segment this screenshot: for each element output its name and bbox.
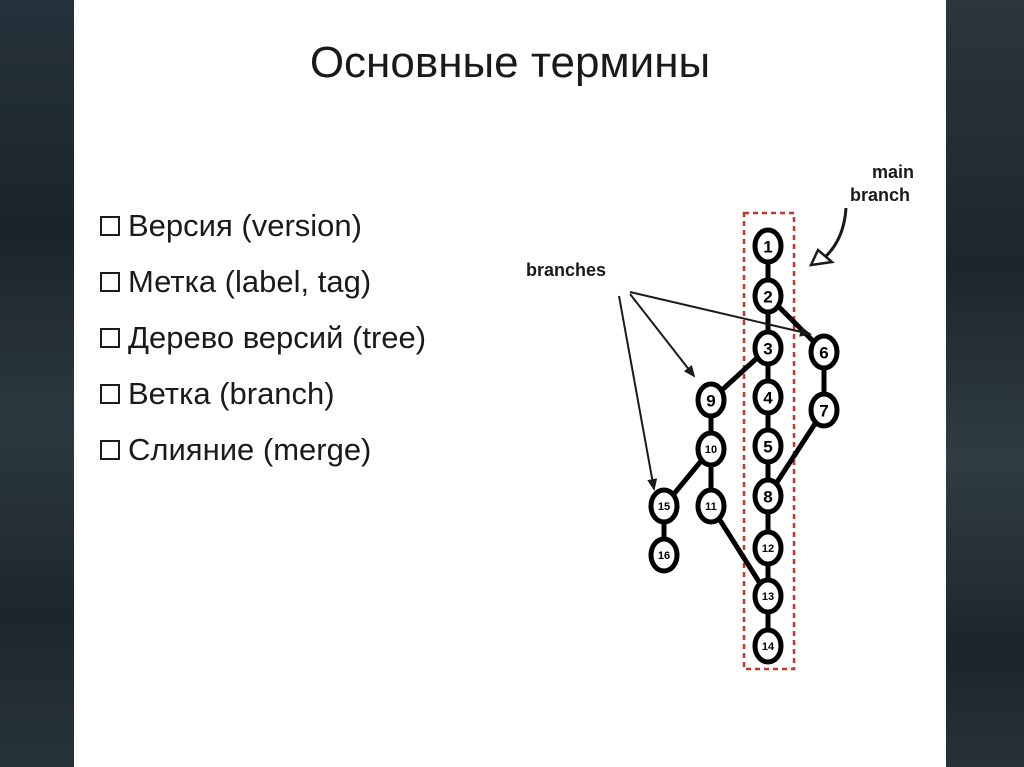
background-right — [946, 0, 1024, 767]
node-3: 3 — [752, 329, 784, 367]
node-ellipse — [695, 381, 727, 419]
node-label: 9 — [706, 392, 715, 411]
node-14: 14 — [752, 627, 784, 665]
node-ellipse — [752, 329, 784, 367]
bullet-item: Версия (version) — [100, 198, 426, 254]
node-label: 13 — [762, 591, 774, 603]
node-1: 1 — [752, 227, 784, 265]
main-branch-box — [742, 211, 796, 671]
node-label: 15 — [658, 501, 670, 513]
node-8: 8 — [752, 477, 784, 515]
node-11: 11 — [695, 487, 727, 525]
main-branch-arrow-head-icon — [808, 247, 835, 267]
node-ellipse — [808, 333, 840, 371]
node-12: 12 — [752, 529, 784, 567]
node-label: 4 — [763, 389, 773, 408]
node-label: 1 — [763, 238, 772, 257]
bullet-text: Версия (version) — [128, 208, 362, 243]
node-label: 7 — [819, 402, 828, 421]
node-label: 8 — [763, 488, 772, 507]
bullet-item: Метка (label, tag) — [100, 254, 426, 310]
node-15: 15 — [648, 487, 680, 525]
main-branch-arrow-shaft — [822, 207, 848, 260]
bullet-item: Дерево версий (tree) — [100, 310, 426, 366]
node-label: 6 — [819, 344, 828, 363]
checkbox-bullet-icon — [100, 328, 120, 348]
node-ellipse — [752, 477, 784, 515]
node-ellipse — [752, 577, 784, 615]
branch-arrow-to-6 — [629, 291, 812, 337]
bullet-text: Слияние (merge) — [128, 432, 372, 467]
node-ellipse — [695, 430, 727, 468]
node-ellipse — [752, 427, 784, 465]
node-4: 4 — [752, 378, 784, 416]
node-ellipse — [752, 529, 784, 567]
checkbox-bullet-icon — [100, 272, 120, 292]
bullet-list: Версия (version) Метка (label, tag) Дере… — [100, 198, 426, 478]
checkbox-bullet-icon — [100, 216, 120, 236]
checkbox-bullet-icon — [100, 384, 120, 404]
node-label: 3 — [763, 340, 772, 359]
node-10: 10 — [695, 430, 727, 468]
node-label: 14 — [762, 641, 775, 653]
branch-arrow-to-9 — [629, 293, 696, 378]
node-7: 7 — [808, 391, 840, 429]
bullet-item: Ветка (branch) — [100, 366, 426, 422]
checkbox-bullet-icon — [100, 440, 120, 460]
node-label: 12 — [762, 543, 774, 555]
node-2: 2 — [752, 277, 784, 315]
bullet-item: Слияние (merge) — [100, 422, 426, 478]
branch-arrow-to-15 — [618, 295, 658, 491]
node-5: 5 — [752, 427, 784, 465]
node-label: 2 — [763, 288, 772, 307]
background-left — [0, 0, 74, 767]
main-branch-label-line2: branch — [850, 185, 910, 205]
node-16: 16 — [648, 536, 680, 574]
bullet-text: Дерево версий (tree) — [128, 320, 427, 355]
node-label: 16 — [658, 550, 670, 562]
node-ellipse — [752, 277, 784, 315]
node-ellipse — [752, 227, 784, 265]
node-ellipse — [648, 487, 680, 525]
node-ellipse — [752, 378, 784, 416]
node-label: 10 — [705, 444, 717, 456]
node-ellipse — [752, 627, 784, 665]
bullet-text: Ветка (branch) — [128, 376, 335, 411]
node-6: 6 — [808, 333, 840, 371]
node-ellipse — [648, 536, 680, 574]
slide: Основные термины Версия (version) Метка … — [74, 0, 946, 767]
node-13: 13 — [752, 577, 784, 615]
node-ellipse — [695, 487, 727, 525]
branches-label: branches — [526, 260, 606, 280]
node-label: 11 — [705, 501, 717, 513]
edge-11-13 — [708, 504, 771, 598]
main-branch-label-line1: main — [872, 162, 914, 182]
node-label: 5 — [763, 438, 772, 457]
slide-title: Основные термины — [309, 38, 711, 87]
bullet-text: Метка (label, tag) — [128, 264, 372, 299]
node-9: 9 — [695, 381, 727, 419]
node-ellipse — [808, 391, 840, 429]
